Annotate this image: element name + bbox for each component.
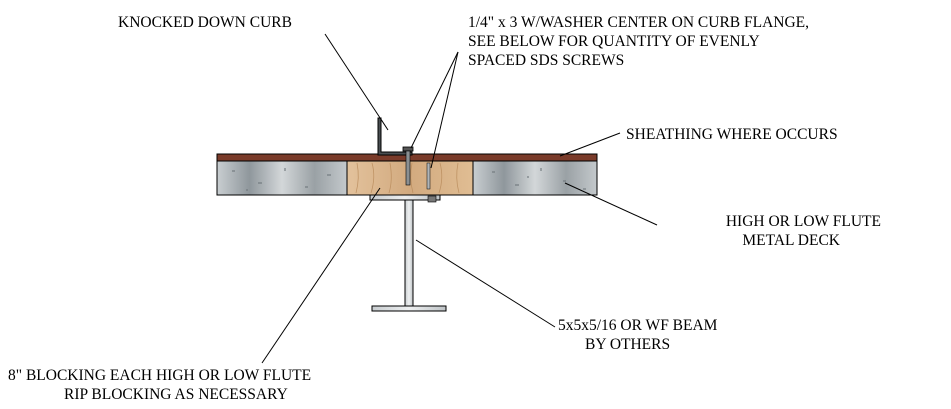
metal-deck-right bbox=[472, 160, 598, 196]
leader-screw-a bbox=[410, 51, 459, 149]
label-blocking-line2: RIP BLOCKING AS NECESSARY bbox=[64, 386, 288, 403]
wood-grain bbox=[355, 162, 460, 194]
leader-curb bbox=[324, 33, 389, 131]
metal-deck-left bbox=[216, 160, 348, 196]
leader-beam bbox=[415, 239, 556, 328]
deck-texture bbox=[232, 168, 586, 191]
label-deck-line2: METAL DECK bbox=[742, 232, 840, 249]
label-screw-line3: SPACED SDS SCREWS bbox=[468, 52, 624, 69]
leader-deck bbox=[564, 182, 658, 226]
leader-sheathing bbox=[559, 132, 621, 157]
label-beam-line1: 5x5x5/16 OR WF BEAM bbox=[558, 317, 718, 334]
steel-beam bbox=[369, 194, 447, 312]
sds-screw bbox=[402, 146, 431, 190]
label-beam-line2: BY OTHERS bbox=[585, 336, 670, 353]
label-blocking-line1: 8" BLOCKING EACH HIGH OR LOW FLUTE bbox=[8, 367, 311, 384]
leader-screw-b bbox=[430, 51, 459, 169]
label-sheathing: SHEATHING WHERE OCCURS bbox=[626, 126, 838, 143]
leader-blocking bbox=[261, 187, 381, 364]
label-curb: KNOCKED DOWN CURB bbox=[118, 14, 292, 31]
label-screw-line1: 1/4" x 3 W/WASHER CENTER ON CURB FLANGE, bbox=[468, 14, 809, 31]
label-screw-line2: SEE BELOW FOR QUANTITY OF EVENLY bbox=[468, 33, 760, 50]
label-deck-line1: HIGH OR LOW FLUTE bbox=[726, 213, 881, 230]
curb-angle bbox=[377, 117, 413, 156]
